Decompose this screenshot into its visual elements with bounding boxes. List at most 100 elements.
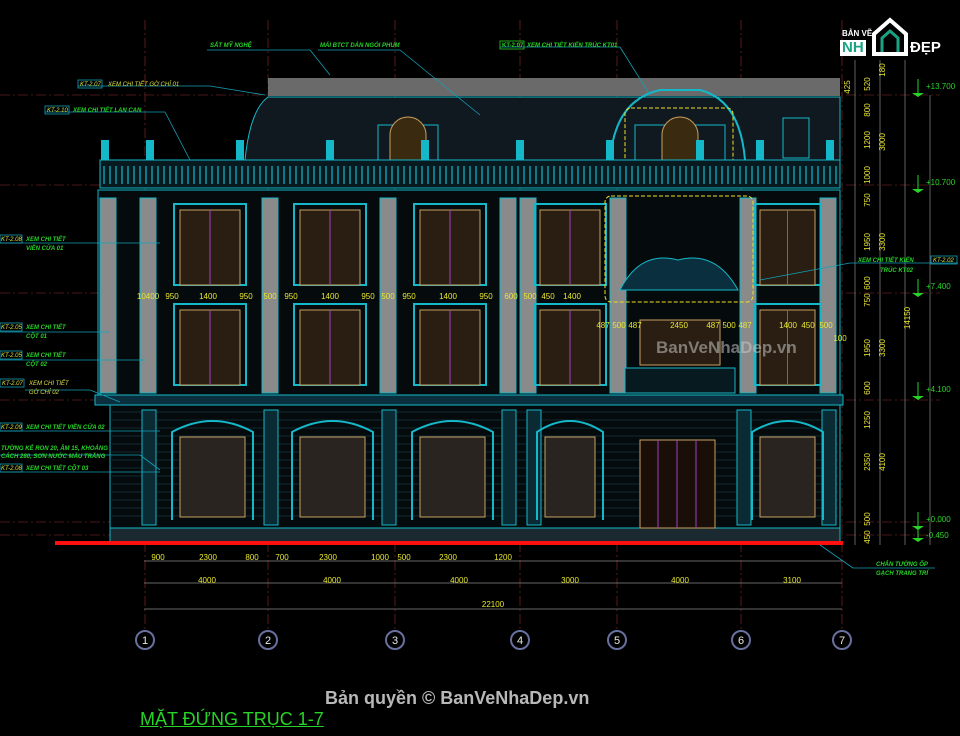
column xyxy=(819,197,837,394)
annotation-cot-03: XEM CHI TIẾT CỘT 03 xyxy=(25,464,89,472)
bottom-dim: 900 xyxy=(151,553,165,562)
vertical-dim: 3300 xyxy=(878,233,887,251)
floor-dim: 1400 xyxy=(199,292,217,301)
bottom-dim: 4000 xyxy=(450,576,468,585)
annotation-vien-cua-01: XEM CHI TIẾT xyxy=(25,235,67,243)
floor-dim: 500 xyxy=(722,321,736,330)
finial xyxy=(421,140,429,160)
finial xyxy=(696,140,704,160)
annotation-line2: CỘT 02 xyxy=(26,360,48,368)
bottom-dim: 3000 xyxy=(561,576,579,585)
door-frame xyxy=(536,420,604,520)
level-marker xyxy=(912,293,924,297)
floor-dim: 950 xyxy=(165,292,179,301)
vertical-dim-total: 14150 xyxy=(903,306,912,329)
bottom-dim: 800 xyxy=(245,553,259,562)
vertical-dim: 600 xyxy=(863,276,872,290)
annotation-tag: KT-2.10 xyxy=(47,108,68,114)
column xyxy=(261,197,279,394)
floor-dim: 450 xyxy=(801,321,815,330)
grid-axis-label: 1 xyxy=(142,635,148,647)
annotation-tuong-ke-ron: TƯỜNG KẺ RON 20, ÂM 15, KHOẢNG xyxy=(1,444,108,452)
level-label: +7.400 xyxy=(926,282,951,291)
vertical-dim: 750 xyxy=(863,193,872,207)
door xyxy=(759,436,816,518)
floor-dim: 487 xyxy=(706,321,720,330)
pier xyxy=(501,409,517,526)
pier xyxy=(381,409,397,526)
bottom-dim: 4000 xyxy=(198,576,216,585)
vertical-dim: 450 xyxy=(863,530,872,544)
center-watermark: BanVeNhaDep.vn xyxy=(656,338,797,357)
vertical-dim: 425 xyxy=(843,80,852,94)
bottom-dim: 4000 xyxy=(671,576,689,585)
level-label: -0.450 xyxy=(926,531,949,540)
finial xyxy=(606,140,614,160)
annotation-go-chi-01: XEM CHI TIẾT GỜ CHỈ 01 xyxy=(107,80,179,88)
roof-dome xyxy=(609,89,746,161)
floor-dim: 100 xyxy=(833,334,847,343)
pier xyxy=(821,409,837,526)
bottom-dim-total: 22100 xyxy=(482,600,505,609)
grid-axis-bubble xyxy=(731,630,751,650)
grid-axis-label: 5 xyxy=(614,635,620,647)
floor-dim: 450 xyxy=(541,292,555,301)
vertical-dim: 520 xyxy=(863,77,872,91)
column xyxy=(519,197,537,394)
vertical-dim: 4100 xyxy=(878,453,887,471)
finial xyxy=(756,140,764,160)
bottom-dim: 2300 xyxy=(199,553,217,562)
vertical-dim: 2350 xyxy=(863,453,872,471)
grid-axis-bubble xyxy=(832,630,852,650)
balcony-door xyxy=(639,319,721,366)
floor-dim: 500 xyxy=(612,321,626,330)
floor-dim: 487 xyxy=(628,321,642,330)
grid-axis-label: 2 xyxy=(265,635,271,647)
bottom-dim: 2300 xyxy=(319,553,337,562)
annotation-tag: KT-2.05 xyxy=(1,325,22,331)
vertical-dim: 800 xyxy=(863,103,872,117)
annotation-go-chi-02: XEM CHI TIẾT xyxy=(28,379,70,387)
level-label: +10.700 xyxy=(926,178,956,187)
level-marker xyxy=(912,93,924,97)
vertical-dim: 750 xyxy=(863,293,872,307)
floor-dim: 487 xyxy=(738,321,752,330)
vertical-dim: 1200 xyxy=(863,131,872,149)
annotation-vien-cua-02: XEM CHI TIẾT VIỀN CỬA 02 xyxy=(25,423,105,431)
door-frame xyxy=(171,420,254,520)
logo-top-text: BẢN VẼ xyxy=(842,29,873,38)
dormer-window xyxy=(661,116,699,160)
dormer-window xyxy=(389,116,427,160)
house-icon xyxy=(872,17,908,56)
annotation-line2: TRÚC KT02 xyxy=(880,267,914,274)
floor-dim: 2450 xyxy=(670,321,688,330)
roof-ornament xyxy=(268,78,840,96)
highlight-box xyxy=(604,195,754,303)
vertical-dim: 180 xyxy=(878,63,887,77)
annotation-tag: KT-2.07 xyxy=(502,43,524,49)
grid-axis-label: 6 xyxy=(738,635,744,647)
dimension-lines xyxy=(135,60,931,650)
door xyxy=(179,436,246,518)
annotation-chan-tuong: CHÂN TƯỜNG ỐP xyxy=(876,560,929,568)
floor-cornice xyxy=(94,394,844,406)
logo-left-text: NH xyxy=(840,39,866,56)
floor-dim: 1400 xyxy=(779,321,797,330)
grid-axis-bubble xyxy=(607,630,627,650)
floor-dim: 950 xyxy=(361,292,375,301)
level-label: +4.100 xyxy=(926,385,951,394)
column xyxy=(739,197,757,394)
door xyxy=(419,436,486,518)
column xyxy=(499,197,517,394)
annotation-lan-can: XEM CHI TIẾT LAN CAN xyxy=(72,106,142,114)
annotation-sat-my-nghe: SẮT MỸ NGHỆ xyxy=(210,41,253,49)
floor-dim: 950 xyxy=(284,292,298,301)
door xyxy=(299,436,366,518)
bottom-dim: 1200 xyxy=(494,553,512,562)
level-label: +0.000 xyxy=(926,515,951,524)
grid-axis-bubble xyxy=(510,630,530,650)
vertical-dim: 3300 xyxy=(878,339,887,357)
floor-dim: 487 xyxy=(596,321,610,330)
vertical-dim: 3000 xyxy=(878,133,887,151)
